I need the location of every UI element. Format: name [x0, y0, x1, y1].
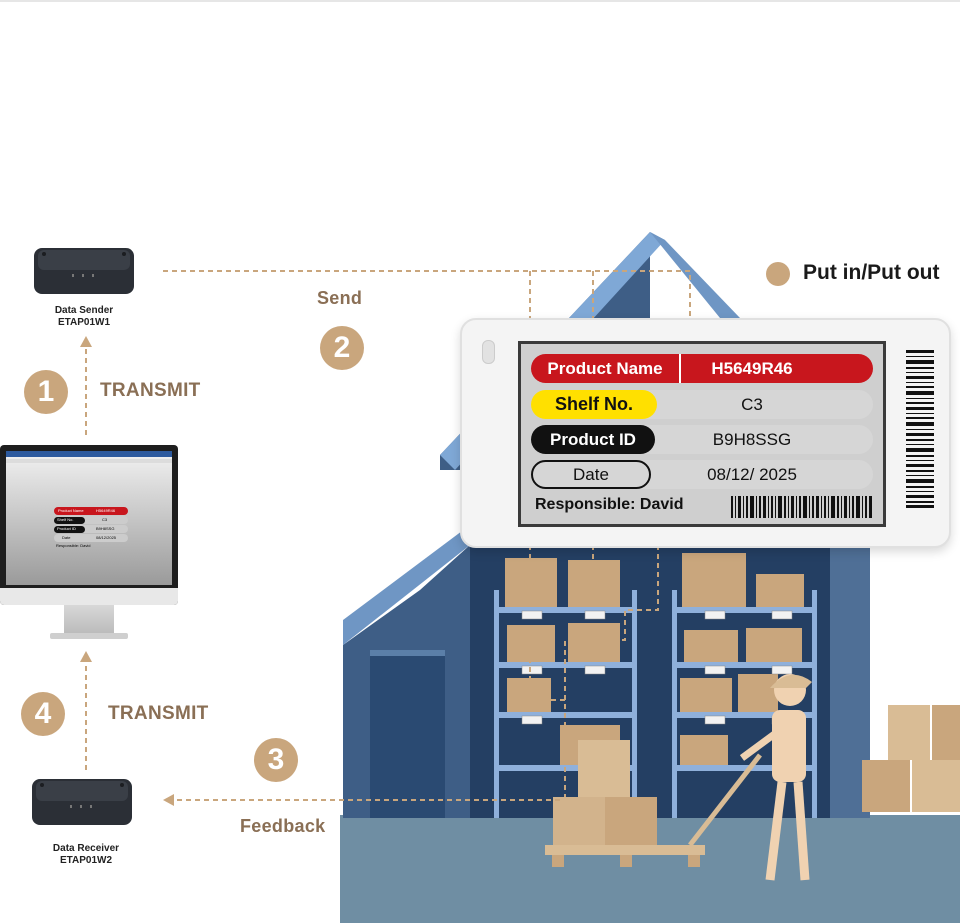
step-4-badge: 4: [21, 692, 65, 736]
monitor-shelf-value: C3: [102, 517, 108, 522]
data-sender-label: Data Sender ETAP01W1: [14, 305, 154, 329]
monitor-screen: Product Name H5649R46 Shelf No. C3 Produ…: [0, 445, 178, 605]
tag-product-id-label: Product ID: [531, 425, 655, 454]
data-receiver-model: ETAP01W2: [59, 855, 113, 866]
tag-shelf-label: Shelf No.: [531, 390, 657, 419]
data-receiver-name: Data Receiver: [52, 843, 120, 854]
monitor-base: [50, 633, 128, 639]
monitor-id-value: B9H8SSG: [96, 526, 115, 531]
data-receiver-label: Data Receiver ETAP01W2: [16, 843, 156, 867]
step-4-label: TRANSMIT: [108, 703, 209, 724]
tag-bottom-barcode-icon: [731, 496, 872, 518]
monitor-titlebar: [6, 451, 172, 457]
monitor-shelf-label: Shelf No.: [54, 517, 85, 524]
tag-product-name-value: H5649R46: [711, 359, 793, 378]
data-sender-name: Data Sender: [54, 305, 114, 316]
step-3-badge: 3: [254, 738, 298, 782]
tag-side-barcode-icon: [906, 350, 934, 508]
monitor-product-value: H5649R46: [96, 508, 116, 513]
monitor-id-label: Product ID: [54, 526, 85, 533]
monitor-shelf-row: Shelf No. C3: [54, 516, 128, 524]
step-2-label: Send: [317, 288, 363, 308]
tag-date-value: 08/12/ 2025: [707, 465, 797, 484]
monitor-toolbar: [6, 459, 172, 463]
monitor-display: Product Name H5649R46 Shelf No. C3 Produ…: [6, 451, 172, 585]
monitor-id-row: Product ID B9H8SSG: [54, 525, 128, 533]
tag-shelf-value: C3: [741, 395, 763, 414]
step-2-badge: 2: [320, 326, 364, 370]
monitor-chin: [0, 588, 178, 605]
tag-date-label: Date: [531, 460, 651, 489]
step-1-label: TRANSMIT: [100, 380, 201, 401]
monitor-product-row: Product Name H5649R46: [54, 507, 128, 515]
top-border: [0, 0, 960, 2]
tag-responsible: Responsible: David: [535, 496, 684, 513]
tag-divider: [679, 354, 681, 383]
monitor-product-label: Product Name: [58, 508, 84, 513]
legend-dot-icon: [766, 262, 790, 286]
tag-screen: Product Name H5649R46 Shelf No. C3 Produ…: [518, 341, 886, 527]
monitor-stand: [64, 605, 114, 633]
data-receiver-device-icon: [32, 779, 132, 825]
monitor-responsible: Responsible: David: [56, 543, 91, 548]
data-sender-model: ETAP01W1: [57, 317, 111, 328]
monitor-date-label: Date: [62, 535, 71, 540]
legend-label: Put in/Put out: [803, 261, 940, 284]
step-3-label: Feedback: [240, 816, 326, 836]
step-1-badge: 1: [24, 370, 68, 414]
tag-product-id-row: Product ID B9H8SSG: [531, 425, 873, 454]
monitor-date-value: 08/12/2025: [96, 535, 117, 540]
monitor-date-row: Date 08/12/2025: [54, 534, 128, 542]
tag-date-row: Date 08/12/ 2025: [531, 460, 873, 489]
tag-led-indicator: [482, 340, 495, 364]
data-sender-device-icon: [34, 248, 134, 294]
tag-product-name-label: Product Name: [547, 359, 663, 378]
tag-product-name-row: Product Name H5649R46: [531, 354, 873, 383]
tag-shelf-row: Shelf No. C3: [531, 390, 873, 419]
tag-product-id-value: B9H8SSG: [712, 430, 792, 449]
